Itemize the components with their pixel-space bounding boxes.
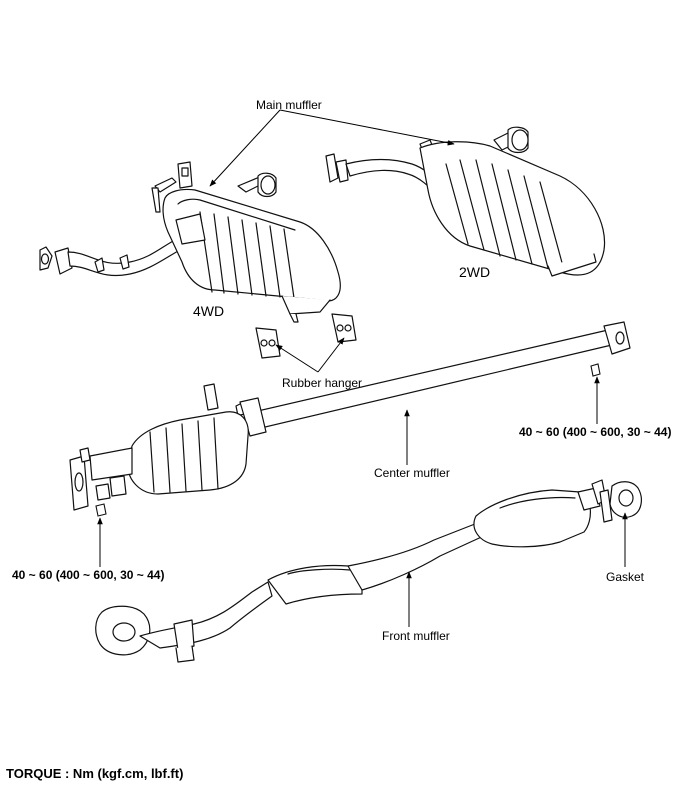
label-4wd: 4WD — [193, 303, 225, 319]
nut-right — [590, 363, 601, 377]
main-muffler-2wd — [325, 126, 606, 277]
label-front-muffler: Front muffler — [382, 629, 450, 643]
torque-units-note: TORQUE : Nm (kgf.cm, lbf.ft) — [6, 766, 184, 781]
rubber-hanger-small — [203, 383, 247, 417]
label-gasket: Gasket — [606, 570, 645, 584]
main-muffler-4wd — [39, 161, 341, 323]
center-muffler — [69, 321, 631, 511]
arrow-rubber-hanger-left — [275, 344, 319, 373]
arrow-main-muffler-4wd — [209, 109, 281, 187]
label-main-muffler: Main muffler — [256, 98, 322, 112]
label-2wd: 2WD — [459, 264, 491, 280]
front-muffler — [95, 479, 642, 663]
label-torque-right: 40 ~ 60 (400 ~ 600, 30 ~ 44) — [519, 425, 672, 439]
nut-left — [95, 503, 107, 517]
rubber-hanger-right — [331, 313, 357, 343]
label-torque-left: 40 ~ 60 (400 ~ 600, 30 ~ 44) — [12, 568, 165, 582]
arrow-main-muffler-2wd — [279, 109, 455, 146]
label-center-muffler: Center muffler — [374, 466, 450, 480]
label-rubber-hanger: Rubber hanger — [282, 376, 363, 390]
rubber-hanger-left — [255, 327, 281, 359]
arrow-rubber-hanger-right — [317, 337, 345, 373]
